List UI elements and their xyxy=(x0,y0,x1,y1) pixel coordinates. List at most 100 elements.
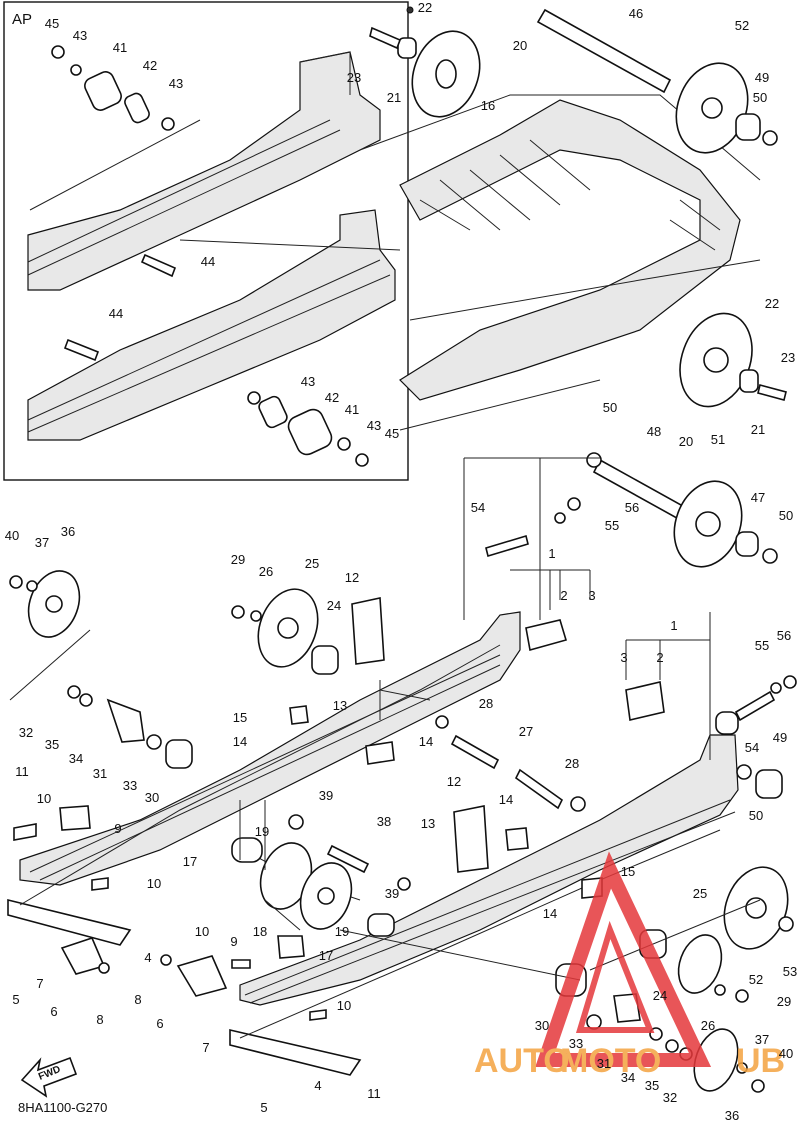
callout-16: 16 xyxy=(481,98,495,113)
callout-10: 10 xyxy=(147,876,161,891)
washer-50 xyxy=(762,130,778,146)
callout-43: 43 xyxy=(301,374,315,389)
inset-lower-rail xyxy=(27,209,396,441)
bumper-9 xyxy=(59,805,91,831)
callout-8: 8 xyxy=(134,992,141,1007)
callout-42: 42 xyxy=(325,390,339,405)
callout-10: 10 xyxy=(37,791,51,806)
washer-50d xyxy=(736,764,752,780)
washer-37 xyxy=(26,580,38,592)
callout-3: 3 xyxy=(588,588,595,603)
callout-12: 12 xyxy=(447,774,461,789)
callout-22: 22 xyxy=(765,296,779,311)
inset-ap: AP xyxy=(3,1,409,481)
callout-14: 14 xyxy=(233,734,247,749)
callout-37: 37 xyxy=(755,1032,769,1047)
callout-23: 23 xyxy=(347,70,361,85)
washer-8 xyxy=(98,962,110,974)
callout-36: 36 xyxy=(725,1108,739,1123)
callout-40: 40 xyxy=(5,528,19,543)
nut-40b xyxy=(751,1079,765,1093)
bumper-9b xyxy=(277,935,305,959)
washer-50c xyxy=(762,548,778,564)
washer-55b xyxy=(770,682,782,694)
block-14b xyxy=(365,741,395,765)
callout-44: 44 xyxy=(201,254,215,269)
wheel-51-hub xyxy=(695,511,721,537)
callout-50: 50 xyxy=(779,508,793,523)
axle-46 xyxy=(536,8,672,94)
callout-45: 45 xyxy=(385,426,399,441)
side-parts xyxy=(9,570,797,1093)
bracket-12 xyxy=(351,597,385,665)
inset-bolt-44b xyxy=(63,338,100,362)
callout-19: 19 xyxy=(335,924,349,939)
collar-49 xyxy=(735,113,761,141)
stopper-6 xyxy=(60,937,106,975)
watermark-triangle xyxy=(535,851,712,1067)
callout-46: 46 xyxy=(629,6,643,21)
inset-nut-45b xyxy=(355,453,369,467)
callout-29: 29 xyxy=(777,994,791,1009)
callout-54: 54 xyxy=(745,740,759,755)
inset-bushing-41b xyxy=(287,408,333,456)
washer-55 xyxy=(554,512,566,524)
block-14 xyxy=(289,705,309,725)
callout-1: 1 xyxy=(670,618,677,633)
diagram-code: 8HA1100-G270 xyxy=(18,1100,107,1115)
callout-56: 56 xyxy=(777,628,791,643)
bracket-12b xyxy=(453,805,489,873)
washer-33b xyxy=(586,1014,602,1030)
nut-56b xyxy=(783,675,797,689)
inset-upper-rail xyxy=(27,51,381,291)
callout-21: 21 xyxy=(387,90,401,105)
watermark-text-mid: MOTO xyxy=(560,1042,661,1080)
callout-15: 15 xyxy=(621,864,635,879)
callout-2: 2 xyxy=(656,650,663,665)
callout-28: 28 xyxy=(565,756,579,771)
callout-56: 56 xyxy=(625,500,639,515)
collar-54b xyxy=(715,711,739,735)
bolt-27 xyxy=(450,734,500,770)
clip-10d xyxy=(309,1009,327,1021)
stopper-6b xyxy=(176,955,228,997)
callout-10: 10 xyxy=(195,924,209,939)
callout-12: 12 xyxy=(345,570,359,585)
leader-lines xyxy=(9,457,761,981)
rail-lower xyxy=(239,734,739,1006)
wheel-52-hub xyxy=(701,97,723,119)
collar-21 xyxy=(397,37,417,59)
callout-17: 17 xyxy=(319,948,333,963)
nut-53 xyxy=(778,916,794,932)
wheel-25b xyxy=(677,934,723,994)
washer-28 xyxy=(435,715,449,729)
wheel-18-hub xyxy=(317,887,335,905)
callout-53: 53 xyxy=(783,964,797,979)
washer-39 xyxy=(288,814,304,830)
collar-21b xyxy=(739,369,759,393)
callout-2: 2 xyxy=(560,588,567,603)
callout-32: 32 xyxy=(663,1090,677,1105)
wear-strip-4b xyxy=(229,1028,362,1076)
callout-43: 43 xyxy=(169,76,183,91)
callout-25: 25 xyxy=(693,886,707,901)
watermark-logo: AUTO MOTO UB xyxy=(474,851,785,1080)
callout-14: 14 xyxy=(499,792,513,807)
pin-22 xyxy=(406,6,414,14)
callout-39: 39 xyxy=(385,886,399,901)
callout-43: 43 xyxy=(367,418,381,433)
bolt-23 xyxy=(369,26,402,50)
washer-37b xyxy=(736,1062,748,1074)
callout-27: 27 xyxy=(519,724,533,739)
callout-49: 49 xyxy=(755,70,769,85)
inset-bolt-44 xyxy=(140,253,177,278)
watermark-text-left: AUTO xyxy=(474,1042,570,1080)
idler-hub-20b xyxy=(703,347,729,373)
callout-37: 37 xyxy=(35,535,49,550)
shaft-17b xyxy=(367,913,395,937)
callout-33: 33 xyxy=(569,1036,583,1051)
shaft-17 xyxy=(231,837,263,863)
callout-38: 38 xyxy=(377,814,391,829)
wear-strip-4 xyxy=(7,898,132,946)
stopper-31 xyxy=(106,698,145,743)
